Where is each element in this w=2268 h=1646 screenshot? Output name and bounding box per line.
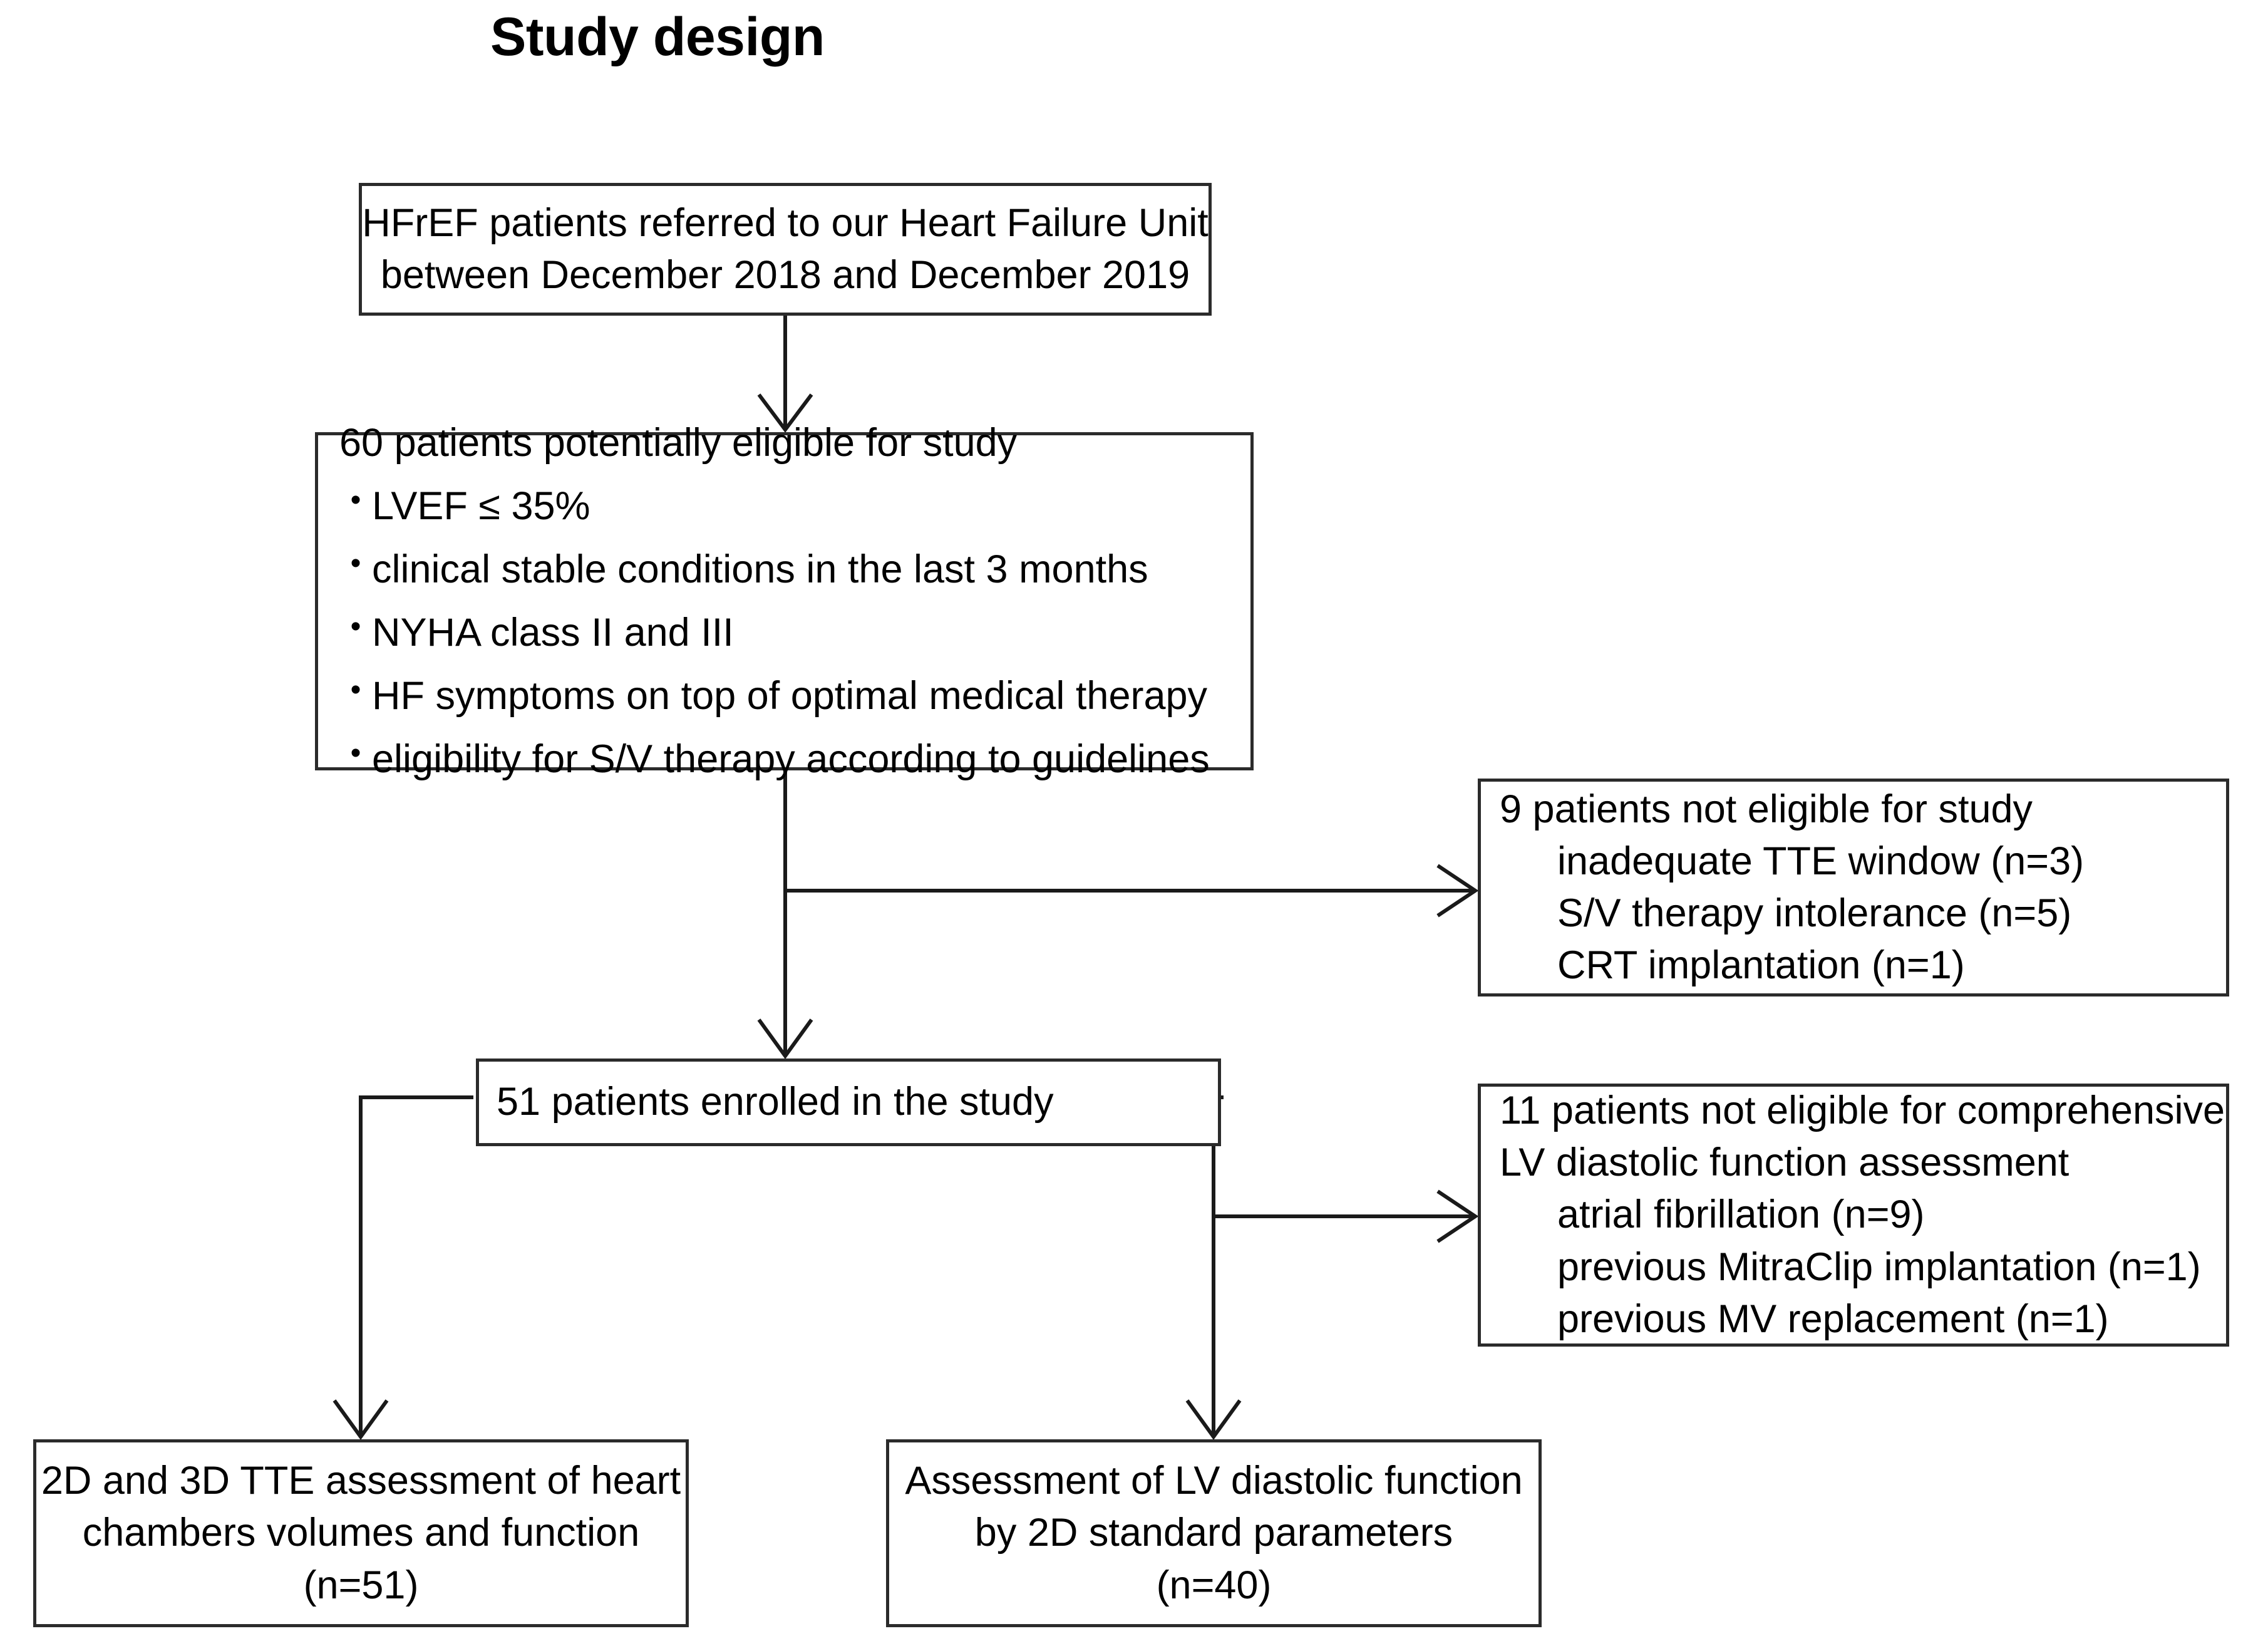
bullet-icon: • — [350, 673, 361, 707]
node-tte-assessment: 2D and 3D TTE assessment of heart chambe… — [33, 1439, 689, 1627]
node-potentially-eligible: 60 patients potentially eligible for stu… — [315, 421, 1254, 781]
eligibility-criteria-list: • LVEF ≤ 35% • clinical stable condition… — [339, 469, 1210, 786]
node-hfref-referred: HFrEF patients referred to our Heart Fai… — [359, 183, 1212, 316]
node-not-eligible-comprehensive: 11 patients not eligible for comprehensi… — [1478, 1084, 2229, 1347]
node-tte-assessment-count: (n=51) — [303, 1563, 419, 1607]
node-diastolic-assessment-line-1: Assessment of LV diastolic function — [905, 1459, 1523, 1503]
exclusion-reason: inadequate TTE window (n=3) — [1557, 839, 2085, 883]
exclusion-reason: CRT implantation (n=1) — [1557, 943, 1965, 988]
exclusion-reason: previous MV replacement (n=1) — [1557, 1297, 2109, 1341]
bullet-icon: • — [350, 546, 361, 580]
arrowhead-to-not-comprehensive — [1436, 1189, 1479, 1243]
list-item: • NYHA class II and III — [339, 607, 1210, 659]
criterion-label: eligibility for S/V therapy according to… — [372, 737, 1210, 782]
list-item: • eligibility for S/V therapy according … — [339, 733, 1210, 785]
node-not-eligible: 9 patients not eligible for study inadeq… — [1478, 779, 2229, 996]
node-potentially-eligible-header: 60 patients potentially eligible for stu… — [339, 420, 1018, 465]
node-hfref-referred-line-1: HFrEF patients referred to our Heart Fai… — [362, 200, 1209, 245]
page-title: Study design — [490, 7, 825, 67]
arrowhead-enrolled-to-diastolic — [1185, 1399, 1242, 1441]
node-hfref-referred-line-2: between December 2018 and December 2019 — [380, 253, 1190, 297]
arrowhead-eligible-to-enrolled — [757, 1018, 813, 1060]
node-not-eligible-header: 9 patients not eligible for study — [1500, 787, 2033, 831]
exclusion-reason: atrial fibrillation (n=9) — [1557, 1193, 1925, 1237]
node-enrolled-label: 51 patients enrolled in the study — [497, 1080, 1054, 1124]
criterion-label: HF symptoms on top of optimal medical th… — [372, 674, 1208, 718]
arrowhead-enrolled-to-tte — [332, 1399, 389, 1441]
exclusion-reason: previous MitraClip implantation (n=1) — [1557, 1245, 2201, 1289]
bullet-icon: • — [350, 610, 361, 643]
list-item: • HF symptoms on top of optimal medical … — [339, 670, 1210, 722]
criterion-label: LVEF ≤ 35% — [372, 484, 590, 528]
exclusion-reason: S/V therapy intolerance (n=5) — [1557, 891, 2072, 935]
node-not-eligible-comprehensive-header-1: 11 patients not eligible for comprehensi… — [1500, 1089, 2225, 1133]
arrowhead-to-not-eligible — [1436, 864, 1479, 918]
criterion-label: NYHA class II and III — [372, 611, 734, 655]
list-item: • clinical stable conditions in the last… — [339, 544, 1210, 596]
node-tte-assessment-line-1: 2D and 3D TTE assessment of heart — [41, 1459, 681, 1503]
bullet-icon: • — [350, 483, 361, 517]
bullet-icon: • — [350, 737, 361, 770]
node-tte-assessment-line-2: chambers volumes and function — [82, 1511, 640, 1555]
criterion-label: clinical stable conditions in the last 3… — [372, 547, 1148, 591]
node-enrolled: 51 patients enrolled in the study — [476, 1059, 1221, 1146]
list-item: • LVEF ≤ 35% — [339, 480, 1210, 532]
connector-enrolled-to-tte — [359, 1095, 473, 1436]
connector-enrolled-to-diastolic — [1212, 1095, 1224, 1436]
node-diastolic-assessment-count: (n=40) — [1156, 1563, 1272, 1607]
node-diastolic-assessment-line-2: by 2D standard parameters — [974, 1511, 1453, 1555]
node-not-eligible-comprehensive-header-2: LV diastolic function assessment — [1500, 1141, 2070, 1185]
node-diastolic-assessment: Assessment of LV diastolic function by 2… — [886, 1439, 1542, 1627]
